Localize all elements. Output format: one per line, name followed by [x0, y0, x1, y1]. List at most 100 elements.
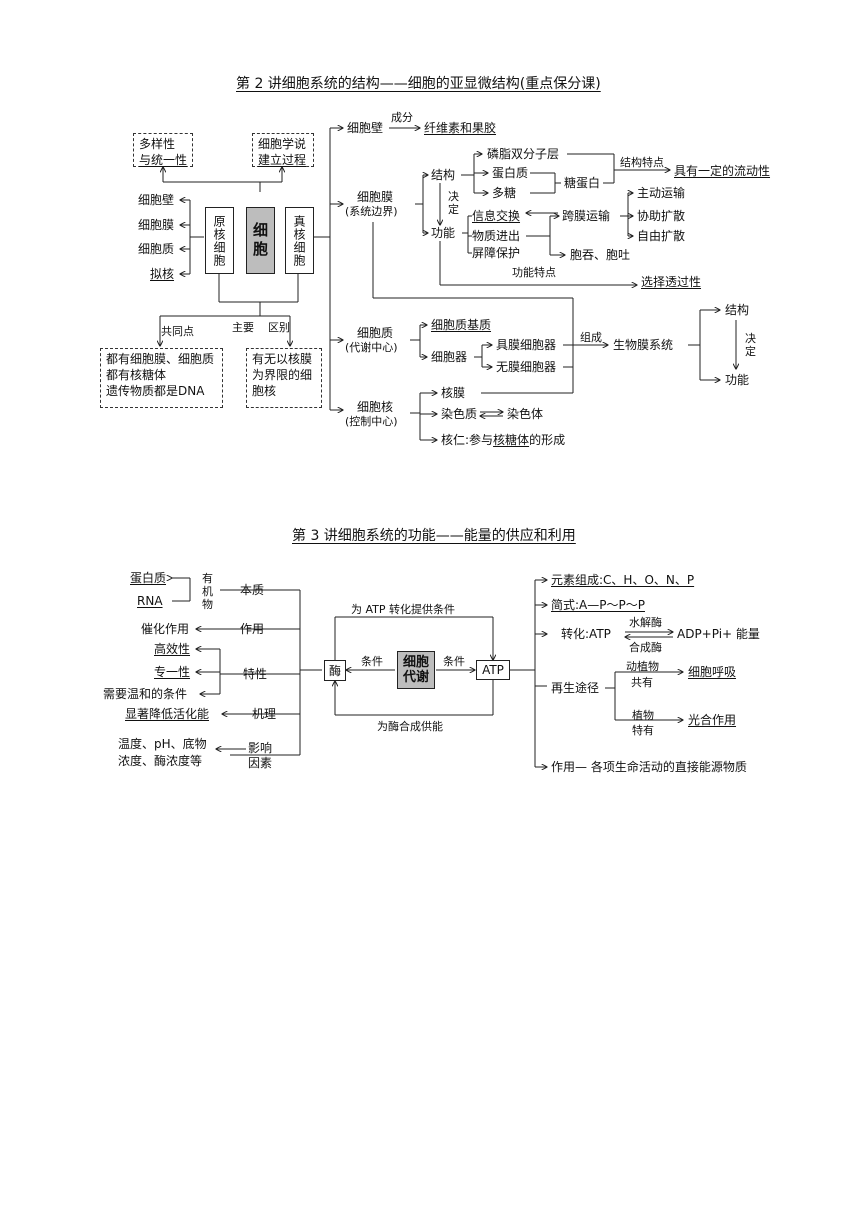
diff-line2: 为界限的细 [252, 368, 313, 382]
fluidity-label: 具有一定的流动性 [674, 164, 771, 178]
nuclear-membrane: 核膜 [441, 386, 466, 400]
structure-label: 结构 [431, 168, 456, 182]
mild-conditions: 需要温和的条件 [103, 687, 188, 701]
atp-condition-label: 为 ATP 转化提供条件 [351, 603, 456, 616]
wall-composition-label: 成分 [391, 111, 413, 124]
facilitated-diffusion: 协助扩散 [637, 209, 686, 223]
cellulose-pectin: 纤维素和果胶 [424, 121, 497, 135]
cell-wall-label: 细胞壁 [347, 121, 384, 135]
non-membrane-organelle: 无膜细胞器 [496, 360, 557, 374]
factors-line1: 温度、pH、底物 [118, 737, 207, 751]
high-efficiency: 高效性 [154, 642, 191, 656]
photosynthesis: 光合作用 [688, 713, 737, 727]
metabolic-center-label: (代谢中心) [345, 341, 398, 354]
system-boundary-label: (系统边界) [345, 205, 398, 218]
glycoprotein-label: 糖蛋白 [564, 176, 601, 190]
cell-membrane-label: 细胞膜 [357, 190, 394, 204]
prok-cytoplasm: 细胞质 [138, 242, 175, 256]
common-point-label: 共同点 [161, 325, 194, 338]
membrane-organelle: 具膜细胞器 [496, 338, 557, 352]
enzyme-box: 酶 [324, 660, 346, 681]
common-line1: 都有细胞膜、细胞质 [106, 352, 215, 366]
barrier-protection: 屏障保护 [472, 246, 521, 260]
role-label: 作用 [240, 622, 265, 636]
section3-title: 第 3 讲细胞系统的功能——能量的供应和利用 [292, 528, 576, 544]
atp-formula: 简式:A—P～P～P [551, 598, 645, 612]
bio-membrane-system: 生物膜系统 [613, 338, 674, 352]
prokaryote-box: 原核细胞 [205, 207, 234, 274]
catalysis-label: 催化作用 [141, 622, 190, 636]
common-line2: 都有核糖体 [106, 368, 167, 382]
specificity: 专一性 [154, 665, 191, 679]
diversity-box: 多样性 与统一性 [133, 133, 193, 167]
atp-box: ATP [476, 660, 510, 680]
feature-label: 特性 [243, 667, 268, 681]
eukaryote-box: 真核细胞 [285, 207, 314, 274]
regeneration-label: 再生途径 [551, 681, 600, 695]
synthase-label: 合成酶 [629, 641, 662, 654]
conversion-suffix: ADP+Pi+ 能量 [677, 627, 760, 641]
cytoplasmic-matrix: 细胞质基质 [431, 318, 492, 332]
common-line3: 遗传物质都是DNA [106, 384, 205, 398]
cell-center-box: 细胞 [246, 207, 275, 274]
enzyme-energy-label: 为酶合成供能 [377, 720, 443, 733]
structure-feature-label: 结构特点 [620, 156, 664, 169]
metab-line1: 细胞 [402, 655, 429, 670]
unique-label: 特有 [632, 724, 654, 737]
substance-transport: 物质进出 [472, 229, 521, 243]
main-label: 主要 [232, 321, 254, 334]
function-label: 功能 [431, 226, 456, 240]
cell-theory-box: 细胞学说 建立过程 [252, 133, 314, 167]
common-points-box: 都有细胞膜、细胞质 都有核糖体 遗传物质都是DNA [100, 348, 223, 408]
bm-function-label: 功能 [725, 373, 750, 387]
protein-label: 蛋白质 [492, 166, 529, 180]
element-composition: 元素组成:C、H、O、N、P [551, 573, 695, 587]
metab-line2: 代谢 [402, 670, 429, 685]
transmembrane-transport: 跨膜运输 [562, 209, 611, 223]
essence-label: 本质 [240, 583, 265, 597]
decide-label: 决定 [448, 190, 459, 216]
endo-exocytosis: 胞吞、胞吐 [570, 248, 631, 262]
diversity-line1: 多样性 [139, 137, 176, 151]
atp-role: 作用— 各项生命活动的直接能源物质 [551, 760, 747, 774]
condition-right: 条件 [443, 655, 465, 668]
conversion-prefix: 转化:ATP [561, 627, 611, 641]
prok-nucleoid: 拟核 [150, 267, 175, 281]
condition-left: 条件 [361, 655, 383, 668]
influence-line2: 因素 [248, 756, 273, 770]
hydrolase-label: 水解酶 [629, 616, 662, 629]
info-exchange: 信息交换 [472, 209, 521, 223]
difference-box: 有无以核膜 为界限的细 胞核 [246, 348, 322, 408]
chromatin-label: 染色质 [441, 407, 478, 421]
compose-label: 组成 [580, 331, 602, 344]
theory-line2: 建立过程 [258, 153, 307, 167]
cell-metabolism-box: 细胞 代谢 [397, 651, 435, 689]
cell-respiration: 细胞呼吸 [688, 665, 737, 679]
free-diffusion: 自由扩散 [637, 229, 686, 243]
rna-essence: RNA [137, 594, 163, 608]
diversity-line2: 与统一性 [139, 153, 188, 167]
factors-line2: 浓度、酶浓度等 [118, 754, 203, 768]
chromosome-label: 染色体 [507, 407, 544, 421]
lower-activation-energy: 显著降低活化能 [125, 707, 210, 721]
shared-label: 共有 [631, 676, 653, 689]
prok-cell-membrane: 细胞膜 [138, 218, 175, 232]
active-transport: 主动运输 [637, 186, 686, 200]
selective-permeability: 选择透过性 [641, 275, 702, 289]
animal-plant-label: 动植物 [626, 660, 659, 673]
nucleolus-label: 核仁:参与核糖体的形成 [441, 433, 566, 447]
nucleus-label: 细胞核 [357, 400, 394, 414]
prok-cell-wall: 细胞壁 [138, 193, 175, 207]
protein-essence: 蛋白质 [130, 571, 167, 585]
bm-structure-label: 结构 [725, 303, 750, 317]
polysaccharide-label: 多糖 [492, 186, 517, 200]
plant-label: 植物 [632, 709, 654, 722]
phospholipid-bilayer: 磷脂双分子层 [487, 147, 560, 161]
difference-label: 区别 [268, 321, 290, 334]
bm-decide-label: 决定 [745, 332, 756, 358]
theory-line1: 细胞学说 [258, 137, 307, 151]
mechanism-label: 机理 [252, 707, 277, 721]
diff-line3: 胞核 [252, 384, 277, 398]
organic-matter-label: 有机物 [202, 572, 213, 611]
